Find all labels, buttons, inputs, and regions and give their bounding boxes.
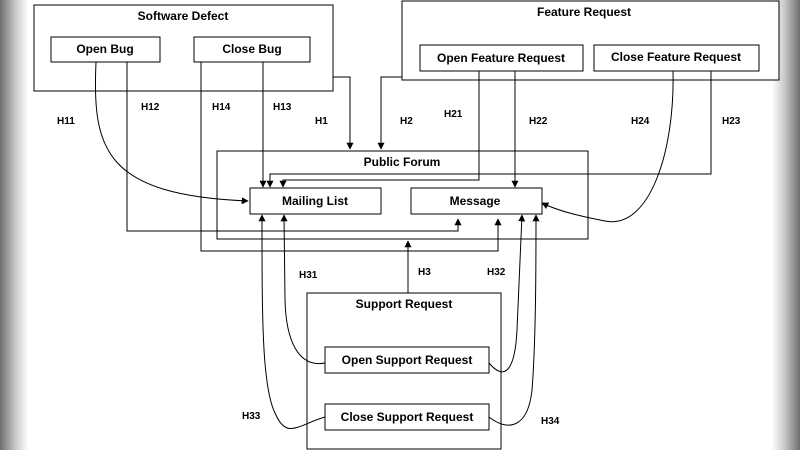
edge-h33 — [258, 214, 326, 429]
edge-label-h11: H11 — [57, 116, 75, 127]
edge-h31 — [280, 214, 326, 365]
mailing-list-label: Mailing List — [282, 194, 348, 208]
edge-labels: H11 H12 H14 H13 H1 H2 H21 H22 H24 H23 H3… — [57, 102, 741, 427]
edge-h34 — [488, 214, 540, 426]
edge-h24 — [541, 70, 674, 223]
edge-h12 — [126, 62, 462, 232]
edge-label-h13: H13 — [273, 102, 292, 113]
edge-label-h24: H24 — [631, 116, 650, 127]
close-support-request-label: Close Support Request — [341, 410, 474, 424]
left-vignette — [0, 0, 28, 450]
node-open-feature-request[interactable]: Open Feature Request — [419, 44, 584, 72]
open-feature-request-label: Open Feature Request — [437, 51, 565, 65]
node-message[interactable]: Message — [410, 187, 543, 215]
edge-label-h21: H21 — [444, 109, 463, 120]
edge-label-h22: H22 — [529, 116, 548, 127]
edge-label-h23: H23 — [722, 116, 741, 127]
open-bug-label: Open Bug — [76, 42, 133, 56]
support-request-title: Support Request — [356, 297, 453, 311]
edge-label-h2: H2 — [400, 116, 413, 127]
edge-label-h33: H33 — [242, 411, 261, 422]
edge-h21 — [279, 71, 480, 188]
feature-request-title: Feature Request — [537, 5, 631, 19]
close-bug-label: Close Bug — [222, 42, 281, 56]
open-support-request-label: Open Support Request — [342, 353, 473, 367]
edge-h14 — [200, 62, 502, 252]
edge-h1 — [333, 76, 354, 150]
edge-label-h34: H34 — [541, 416, 560, 427]
node-close-support-request[interactable]: Close Support Request — [324, 403, 490, 431]
node-close-feature-request[interactable]: Close Feature Request — [593, 44, 760, 72]
edge-h32 — [488, 214, 526, 373]
node-open-bug[interactable]: Open Bug — [50, 36, 161, 63]
edge-label-h14: H14 — [212, 102, 231, 113]
close-feature-request-label: Close Feature Request — [611, 50, 741, 64]
edge-h2 — [377, 76, 402, 150]
node-mailing-list[interactable]: Mailing List — [249, 187, 382, 215]
edge-label-h3: H3 — [418, 267, 431, 278]
message-label: Message — [450, 194, 501, 208]
public-forum-title: Public Forum — [364, 155, 441, 169]
edge-label-h1: H1 — [315, 116, 328, 127]
edge-label-h31: H31 — [299, 270, 318, 281]
node-open-support-request[interactable]: Open Support Request — [324, 346, 490, 374]
edge-label-h12: H12 — [141, 102, 160, 113]
edge-label-h32: H32 — [487, 267, 506, 278]
software-defect-title: Software Defect — [138, 9, 229, 23]
node-close-bug[interactable]: Close Bug — [193, 36, 311, 63]
edge-h23 — [266, 71, 712, 188]
connectors — [94, 61, 712, 429]
edge-h11 — [94, 61, 249, 205]
